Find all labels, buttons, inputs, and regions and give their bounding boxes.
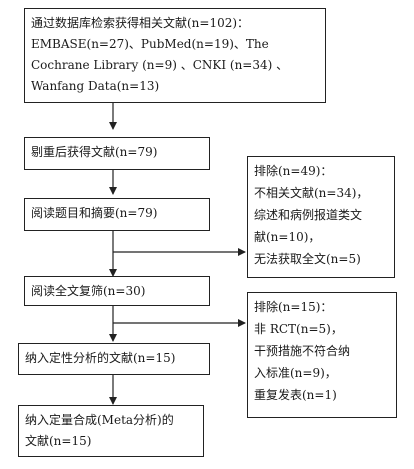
- screening-label: 阅读题目和摘要(n=79): [31, 206, 158, 220]
- exclusion-fulltext-line-5: 重复发表(n=1): [254, 388, 337, 402]
- exclusion-fulltext-line-1: 排除(n=15)：: [254, 300, 333, 314]
- exclusion-fulltext-line-2: 非 RCT(n=5)，: [254, 322, 343, 336]
- exclusion-fulltext-line-4: 入标准(n=9)，: [254, 366, 337, 380]
- box-full-text-review: 阅读全文复筛(n=30): [24, 276, 210, 306]
- exclusion-screening-line-3: 综述和病例报道类文: [254, 208, 363, 222]
- exclusion-screening-line-4: 献(n=10)，: [254, 230, 321, 244]
- box-exclusion-full-text: 排除(n=15)： 非 RCT(n=5)， 干预措施不符合纳 入标准(n=9)，…: [247, 292, 397, 418]
- identified-line-2: EMBASE(n=27)、PubMed(n=19)、The: [31, 37, 269, 51]
- identified-line-1: 通过数据库检索获得相关文献(n=102)：: [31, 16, 250, 30]
- quantitative-line-1: 纳入定量合成(Meta分析)的: [25, 413, 174, 427]
- box-quantitative: 纳入定量合成(Meta分析)的 文献(n=15): [18, 405, 204, 457]
- exclusion-fulltext-line-3: 干预措施不符合纳: [254, 344, 351, 358]
- box-after-dedup: 剔重后获得文献(n=79): [24, 137, 210, 170]
- box-screening: 阅读题目和摘要(n=79): [24, 198, 210, 231]
- identified-line-4: Wanfang Data(n=13): [31, 79, 160, 93]
- after-dedup-label: 剔重后获得文献(n=79): [31, 145, 158, 159]
- box-identified-records: 通过数据库检索获得相关文献(n=102)： EMBASE(n=27)、PubMe…: [24, 8, 326, 103]
- exclusion-screening-line-2: 不相关文献(n=34)，: [254, 186, 369, 200]
- quantitative-line-2: 文献(n=15): [25, 434, 92, 448]
- full-text-label: 阅读全文复筛(n=30): [31, 284, 146, 298]
- identified-line-3: Cochrane Library (n=9) 、CNKI (n=34) 、: [31, 58, 289, 72]
- qualitative-label: 纳入定性分析的文献(n=15): [25, 351, 176, 365]
- exclusion-screening-line-5: 无法获取全文(n=5): [254, 252, 361, 266]
- box-exclusion-screening: 排除(n=49)： 不相关文献(n=34)， 综述和病例报道类文 献(n=10)…: [247, 156, 395, 278]
- exclusion-screening-line-1: 排除(n=49)：: [254, 164, 333, 178]
- box-qualitative: 纳入定性分析的文献(n=15): [18, 343, 210, 375]
